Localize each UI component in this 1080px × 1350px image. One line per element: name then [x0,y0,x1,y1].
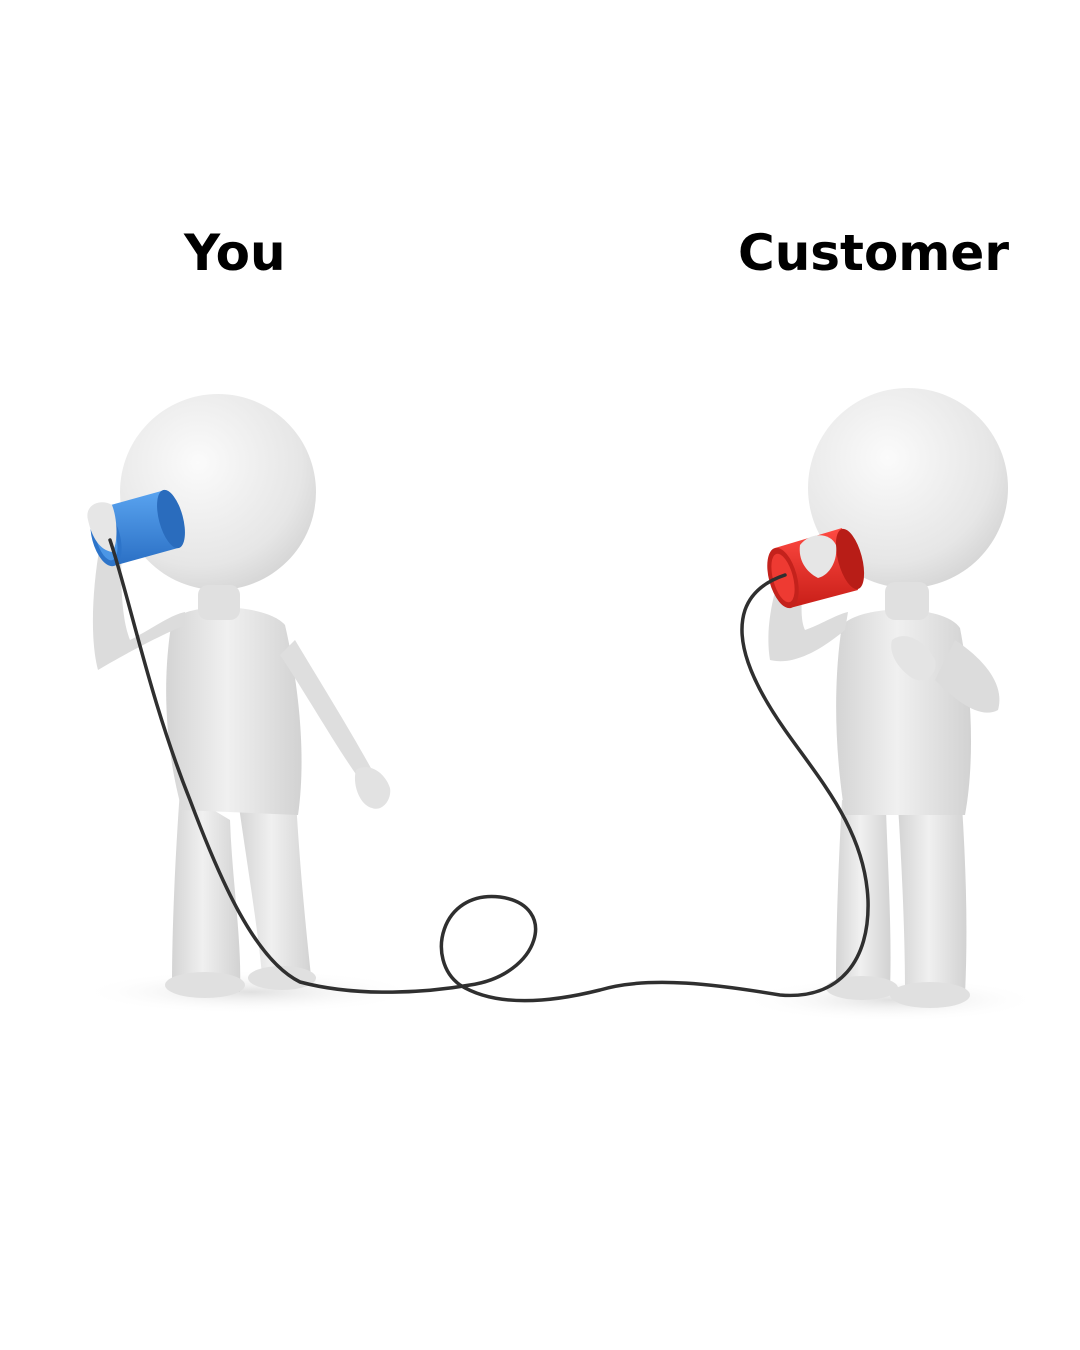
foot [890,982,970,1008]
neck [885,582,929,620]
label-you: You [184,224,286,282]
neck [198,585,240,620]
shadow-left [80,970,420,1014]
leg [898,805,967,995]
torso [836,609,972,815]
leg [172,790,241,992]
foot [248,966,316,990]
head [808,388,1008,588]
hand [891,636,936,681]
figure-customer [767,388,1008,1008]
leg [836,800,891,990]
arm [92,545,185,670]
figure-you [87,394,391,998]
foot [826,976,898,1000]
torso [166,607,302,815]
can-string [108,538,870,1003]
label-customer: Customer [738,224,1009,282]
arm [280,640,372,780]
foot [165,972,245,998]
hand [354,767,391,809]
arm [935,640,1000,713]
leg [238,800,312,985]
head [120,394,316,590]
hand [799,535,837,578]
